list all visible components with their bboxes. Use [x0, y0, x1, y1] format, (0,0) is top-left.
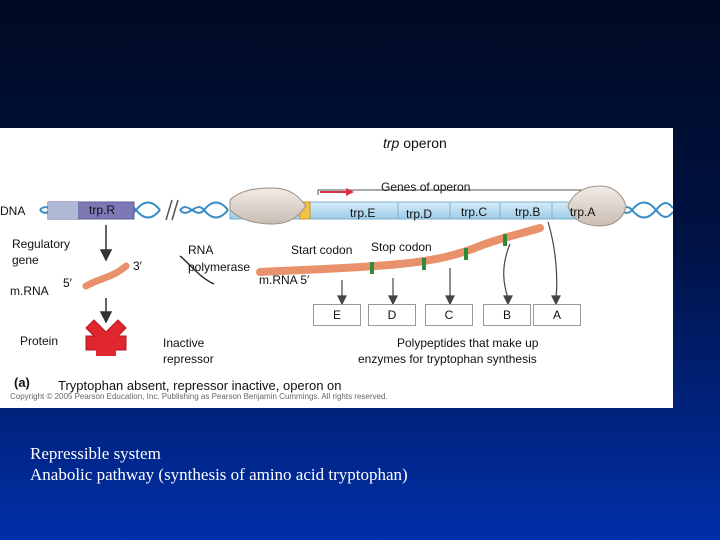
down-arrows	[99, 225, 215, 324]
trpE-label: trp.E	[350, 206, 376, 220]
slide-caption: Repressible system Anabolic pathway (syn…	[30, 443, 408, 485]
enzyme-C: C	[425, 304, 473, 326]
repressor-protein	[85, 319, 127, 351]
trpR-label: trp.R	[89, 203, 116, 217]
trpA-label: trp.A	[570, 205, 596, 219]
operon-title: trp operon	[383, 135, 447, 151]
regulatory-gene-label-2: gene	[12, 253, 39, 267]
start-codon-label: Start codon	[291, 243, 353, 257]
rna-polymerase-label-1: RNA	[188, 243, 214, 257]
rna-polymerase-left	[229, 187, 307, 225]
figure-graphics	[39, 185, 673, 356]
rna-polymerase-label-2: polymerase	[188, 260, 251, 274]
translation-arrows	[337, 221, 561, 306]
enzyme-E: E	[313, 304, 361, 326]
operon-mrna	[256, 224, 544, 276]
panel-caption: Tryptophan absent, repressor inactive, o…	[58, 378, 342, 393]
genes-of-operon-label: Genes of operon	[381, 180, 471, 194]
rna-polymerase-right	[567, 185, 627, 227]
trpD-label: trp.D	[406, 207, 433, 221]
caption-line-2: Anabolic pathway (synthesis of amino aci…	[30, 465, 408, 484]
stop-codon-label: Stop codon	[371, 240, 432, 254]
protein-label: Protein	[20, 334, 59, 348]
mrna-5-label: m.RNA 5′	[259, 273, 310, 287]
mrna-label: m.RNA	[10, 284, 49, 298]
copyright-notice: Copyright © 2005 Pearson Education, Inc.…	[10, 392, 388, 401]
enzyme-D: D	[368, 304, 416, 326]
enzyme-B: B	[483, 304, 531, 326]
inactive-repressor-label-2: repressor	[163, 352, 214, 366]
transcription-arrow	[320, 188, 354, 196]
trpC-label: trp.C	[461, 205, 488, 219]
regulatory-gene-label-1: Regulatory	[12, 237, 71, 251]
repressor-mrna	[82, 262, 130, 290]
polypeptides-label-1: Polypeptides that make up	[397, 336, 539, 350]
inactive-repressor-label-1: Inactive	[163, 336, 205, 350]
panel-letter: (a)	[14, 375, 30, 390]
five-prime-label: 5′	[63, 276, 72, 290]
three-prime-label: 3′	[133, 259, 142, 273]
trp-operon-figure: trp operon Genes of operon DNA trp.R trp…	[0, 128, 673, 408]
dna-label: DNA	[0, 204, 26, 218]
trpB-label: trp.B	[515, 205, 541, 219]
dna-helix-middle	[179, 201, 229, 219]
enzyme-A: A	[533, 304, 581, 326]
codon-marks	[370, 234, 507, 274]
polypeptides-label-2: enzymes for tryptophan synthesis	[358, 352, 537, 366]
dna-break-mark	[165, 199, 179, 221]
caption-line-1: Repressible system	[30, 444, 161, 463]
